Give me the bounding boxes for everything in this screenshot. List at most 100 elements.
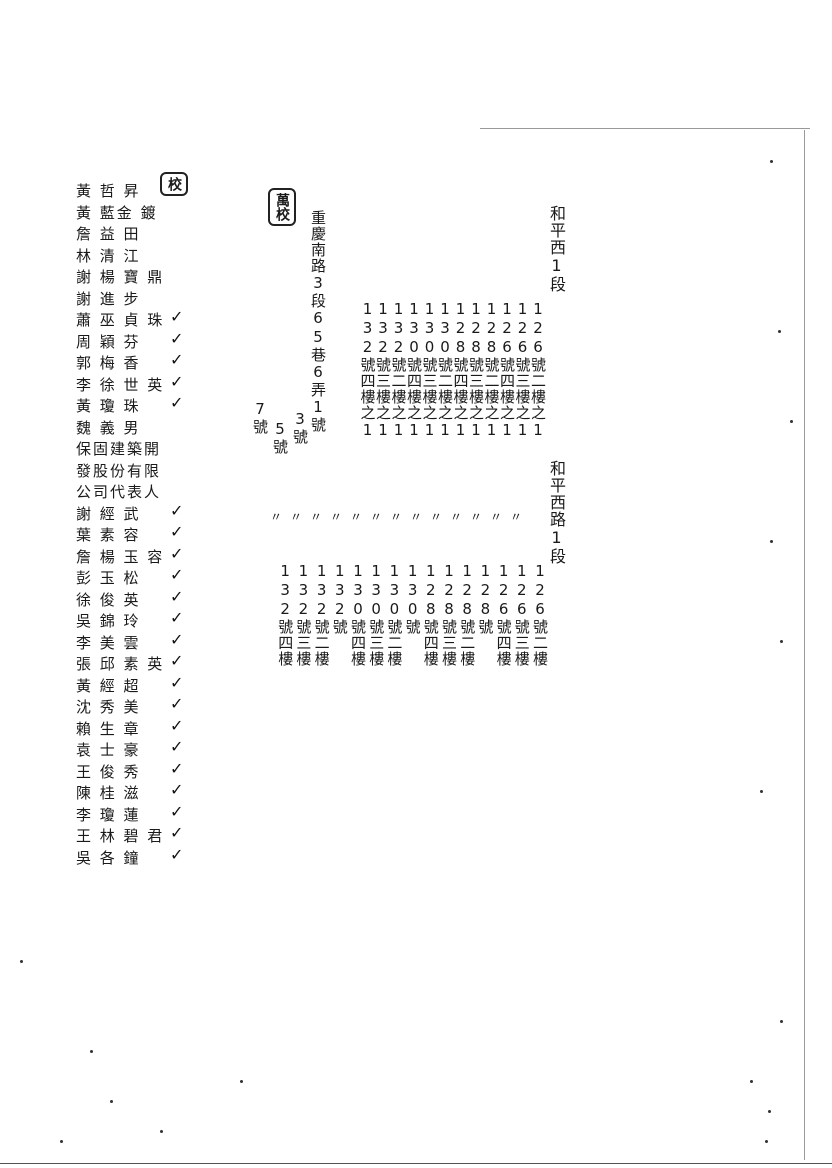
owner-name-row: 李 美 雲 [70, 632, 180, 654]
address-a-entry: 126號三樓之1 [513, 300, 532, 440]
address-b-entry: 132號四樓 [276, 562, 295, 667]
checkmark-icon: ✓ [170, 844, 184, 864]
ditto-mark: 〃 [350, 510, 363, 524]
scan-speck [60, 1140, 63, 1143]
owner-name-text: 林 清 江 [76, 246, 141, 265]
owner-name-text: 王 俊 秀 [76, 762, 141, 781]
address-b-entry: 126號三樓 [512, 562, 531, 667]
checkmark-icon: ✓ [170, 758, 184, 778]
scan-speck [780, 1020, 783, 1023]
owner-name-row: 吳 錦 玲 [70, 610, 180, 632]
ditto-mark: 〃 [330, 510, 343, 524]
scan-speck [20, 960, 23, 963]
owner-name-row: 周 穎 芬 [70, 331, 180, 353]
owner-name-row: 蕭 巫 貞 珠 [70, 309, 180, 331]
owner-name-text: 黃 哲 昇 [76, 182, 141, 200]
owner-name-text: 李 瓊 蓮 [76, 805, 141, 824]
owner-name-row: 郭 梅 香 [70, 352, 180, 374]
owner-name-row: 詹 益 田 [70, 223, 180, 245]
address-a-entry: 130號三樓之1 [420, 300, 439, 440]
owner-name-text: 袁 士 豪 [76, 741, 141, 759]
checkmark-icon: ✓ [170, 608, 184, 627]
address-a-entry: 132號四樓之1 [358, 300, 377, 440]
owner-name-text: 沈 秀 美 [76, 698, 141, 716]
owner-name-row: 李 瓊 蓮 [70, 804, 180, 826]
checkmark-icon: ✓ [170, 823, 184, 842]
owner-name-row: 保固建築開 [70, 438, 180, 460]
checkmark-icon: ✓ [170, 780, 184, 799]
owner-name-row: 賴 生 章 [70, 718, 180, 740]
address-header-right: 和平西路1段 [547, 460, 566, 565]
scan-speck [240, 1080, 243, 1083]
address-b-entry: 132號二樓 [312, 562, 331, 667]
scan-speck [768, 1110, 771, 1113]
scan-speck [790, 420, 793, 423]
owner-name-text: 謝 楊 寶 鼎 [76, 268, 165, 286]
ditto-mark: 〃 [510, 510, 523, 524]
ditto-mark: 〃 [310, 510, 323, 524]
scan-speck [770, 540, 773, 543]
owner-name-row: 袁 士 豪 [70, 739, 180, 761]
address-b-entry: 132號三樓 [294, 562, 313, 667]
extra-number: 7號 [251, 400, 269, 435]
ditto-mark: 〃 [470, 510, 483, 524]
owner-name-text: 吳 錦 玲 [76, 612, 141, 630]
checkmark-icon: ✓ [170, 543, 184, 563]
address-a-entry: 130號四樓之1 [405, 300, 423, 440]
owner-name-text: 徐 俊 英 [76, 590, 141, 609]
owner-name-text: 郭 梅 香 [76, 354, 141, 372]
address-b-entry: 130號四樓 [349, 562, 367, 667]
ditto-mark: 〃 [370, 510, 383, 524]
top-right-border-line [480, 128, 810, 129]
checkmark-icon: ✓ [170, 371, 184, 391]
extra-number: 5號 [271, 420, 289, 455]
owner-name-row: 黃 瓊 珠 [70, 395, 180, 417]
scan-speck [760, 790, 763, 793]
checkmark-icon: ✓ [170, 350, 184, 369]
owner-name-text: 黃 經 超 [76, 676, 141, 695]
owner-name-text: 黃 瓊 珠 [76, 397, 141, 415]
owner-name-row: 陳 桂 滋 [70, 782, 180, 804]
address-a-entry: 126號二樓之1 [529, 300, 547, 440]
owner-name-text: 周 穎 芬 [76, 332, 141, 351]
owner-name-row: 公司代表人 [70, 481, 180, 503]
owner-name-text: 王 林 碧 君 [76, 827, 165, 845]
checkmark-icon: ✓ [170, 737, 184, 756]
address-b-entry: 130號二樓 [385, 562, 404, 667]
address-a-entry: 132號三樓之1 [374, 300, 392, 440]
bottom-border-line [0, 1163, 832, 1164]
checkmark-icon: ✓ [170, 307, 184, 326]
address-b-entry: 126號四樓 [494, 562, 513, 667]
owner-name-text: 葉 素 容 [76, 526, 141, 544]
owner-name-text: 魏 義 男 [76, 418, 141, 437]
owner-name-text: 彭 玉 松 [76, 569, 141, 587]
owner-name-row: 徐 俊 英 [70, 589, 180, 611]
owner-name-row: 詹 楊 玉 容 [70, 546, 180, 568]
checkmark-icon: ✓ [170, 801, 184, 821]
scan-speck [765, 1140, 768, 1143]
checkmark-icon: ✓ [170, 672, 184, 692]
owner-name-row: 葉 素 容 [70, 524, 180, 546]
check-stamp-right: 萬校 [268, 188, 296, 226]
owner-name-text: 保固建築開 [76, 440, 162, 458]
address-b-entry: 130號三樓 [367, 562, 386, 667]
owner-name-text: 謝 經 武 [76, 504, 141, 523]
owner-name-row: 黃 經 超 [70, 675, 180, 697]
owner-name-text: 李 徐 世 英 [76, 375, 165, 394]
owner-name-row: 彭 玉 松 [70, 567, 180, 589]
address-b-entry: 128號 [476, 562, 495, 635]
address-a-entry: 128號四樓之1 [451, 300, 470, 440]
owner-name-row: 謝 進 步 [70, 288, 180, 310]
address-b-entry: 130號 [403, 562, 422, 635]
owner-name-row: 沈 秀 美 [70, 696, 180, 718]
address-b-entry: 128號三樓 [440, 562, 458, 667]
checkmark-icon: ✓ [170, 715, 184, 735]
owner-name-text: 黃 藍金 鍍 [76, 203, 158, 222]
address-b-entry: 128號二樓 [458, 562, 477, 667]
checkmark-icon: ✓ [170, 565, 184, 584]
scan-speck [110, 1100, 113, 1103]
owner-name-row: 吳 各 鐘 [70, 847, 180, 869]
owner-name-text: 發股份有限 [76, 461, 162, 480]
owner-name-text: 詹 楊 玉 容 [76, 547, 165, 566]
owner-name-text: 李 美 雲 [76, 633, 141, 652]
